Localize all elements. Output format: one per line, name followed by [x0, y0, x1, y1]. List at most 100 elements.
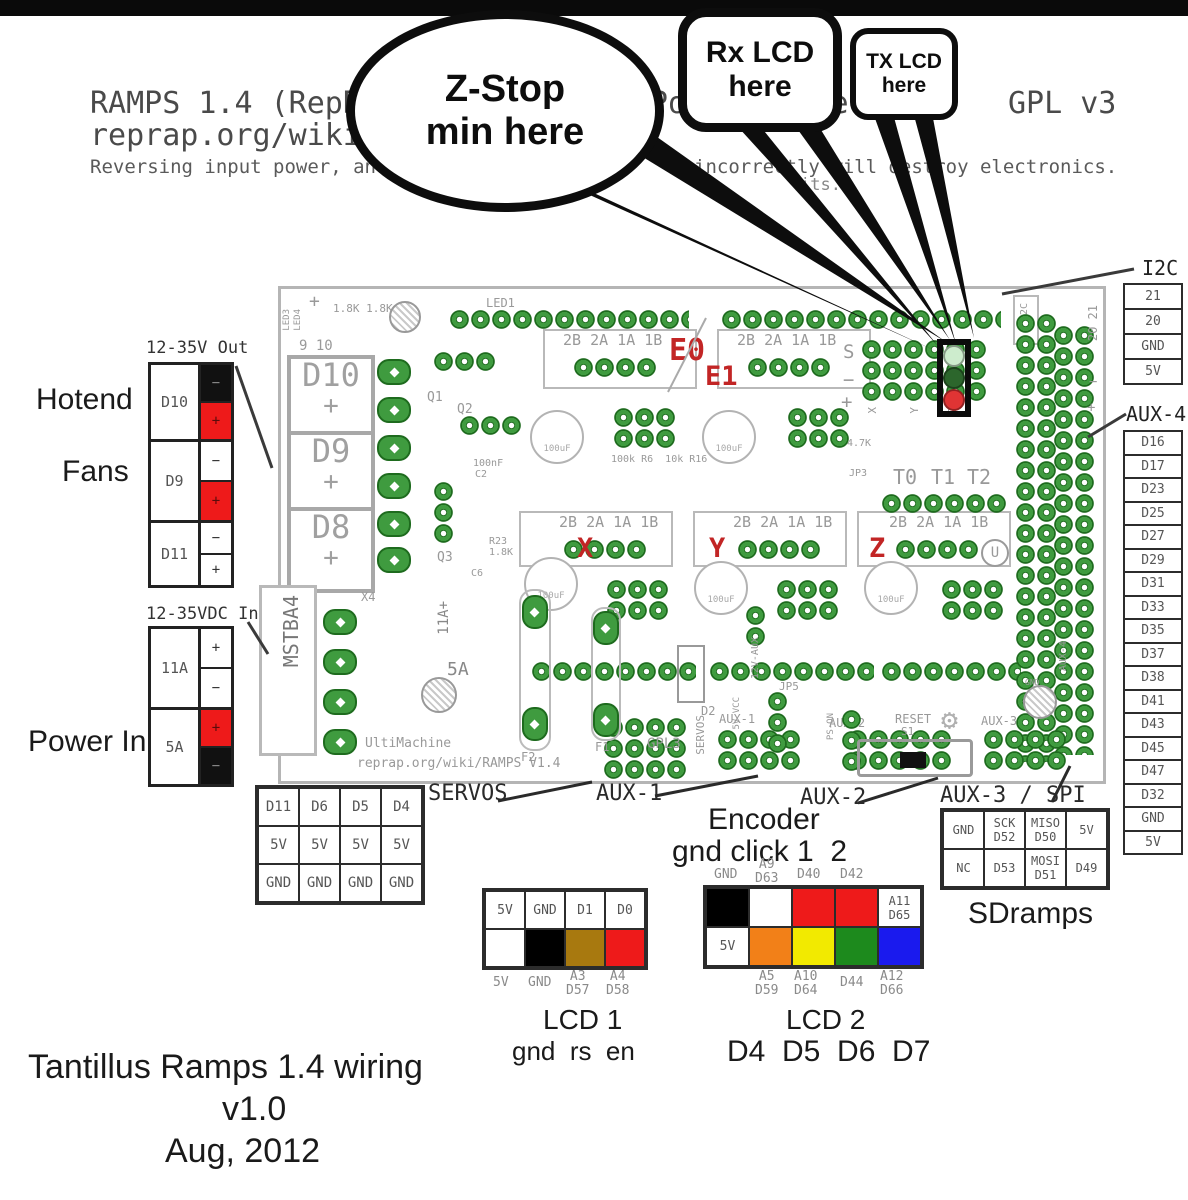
i2c-pin-column — [1053, 325, 1095, 755]
aux4-pin: GND — [1123, 806, 1183, 832]
driver-socket: 2B 2A 1A 1B — [693, 511, 847, 567]
silk-c2: C2 — [475, 469, 488, 480]
pin-header — [881, 661, 1021, 682]
gear-icon: ⚙ — [941, 703, 958, 736]
sdramps-cell: SCK D52 — [983, 810, 1026, 850]
lcd2-top-label: D42 — [840, 867, 864, 882]
sdramps-table: GND SCK D52 MISO D50 5V NC D53 MOSI D51 … — [940, 808, 1110, 890]
lcd1-pin-names: gnd rs en — [512, 1036, 635, 1066]
aux4-pin: D32 — [1123, 782, 1183, 808]
silk-jp5: JP5 — [779, 680, 799, 693]
hotend-label: Hotend — [36, 383, 133, 416]
lcd2-wire-swatch: 5V — [705, 926, 750, 967]
aux4-pin: D25 — [1123, 500, 1183, 526]
lcd1-wire-swatch — [484, 928, 526, 968]
lcd2-top-label: GND — [714, 867, 738, 882]
cap-label: 100uF — [707, 595, 735, 605]
silk-wiki: reprap.org/wiki/RAMPS V1.4 — [357, 756, 561, 771]
aux2-pin-grid — [847, 729, 952, 771]
socket-pinout-label: 2B 2A 1A 1B — [889, 513, 989, 531]
aux4-pin: D41 — [1123, 688, 1183, 714]
silk-aux4: AUX-4 — [1058, 641, 1069, 672]
ps-on-pads — [841, 709, 862, 772]
diode-d2 — [677, 645, 705, 703]
capacitor: 100uF — [864, 561, 918, 615]
silk-reset: RESET — [895, 712, 932, 726]
aux3-spi-callout: AUX-3 / SPI — [940, 783, 1086, 808]
silk-11a: 11A+ — [436, 601, 452, 635]
driver-pad-grid — [787, 407, 850, 449]
socket-pinout-label: 2B 2A 1A 1B — [737, 331, 837, 349]
silk-q1: Q1 — [427, 390, 443, 405]
silk-ps-on: PS-ON — [826, 713, 836, 741]
tx-bubble-line2: here — [881, 74, 927, 97]
silk-4.7k: 4.7K — [847, 438, 872, 449]
mosfet-pads — [433, 481, 454, 544]
servo-cell: D11 — [257, 787, 300, 827]
servo-cell: D6 — [298, 787, 341, 827]
pin-header — [531, 661, 696, 682]
pin-header — [449, 309, 689, 330]
sdramps-cell: D53 — [983, 848, 1026, 888]
lcd1-below-label: A3 D57 — [566, 969, 590, 998]
capacitor: 100uF — [530, 410, 584, 464]
zmin-endstop-highlight — [937, 339, 971, 417]
footer-date: Aug, 2012 — [165, 1132, 321, 1170]
power-in-label: Power In — [28, 725, 147, 758]
silk-20-21: 20 21 — [1086, 305, 1100, 342]
out-row-id: D9 — [151, 442, 201, 520]
power-pad — [323, 649, 357, 675]
aux4-header: AUX-4 — [1126, 402, 1187, 426]
driver-pad-grid — [776, 579, 839, 621]
zmin-pad-vcc — [943, 389, 965, 411]
aux4-pin: D43 — [1123, 712, 1183, 738]
aux4-pin: D29 — [1123, 547, 1183, 573]
output-pad — [377, 547, 411, 573]
out-pin-neg: − — [201, 365, 231, 403]
lcd2-bottom-label: D44 — [840, 975, 864, 990]
in-pin-neg: − — [201, 669, 231, 707]
silk-c6: C6 — [471, 568, 484, 579]
mounting-hole-icon — [389, 301, 421, 333]
pcb-board: LED3 LED4 + 1.8K 1.8K 9 10 LED1 D10 + D9… — [259, 286, 1106, 784]
sdramps-cell: MOSI D51 — [1024, 848, 1067, 888]
silk-plus: + — [323, 390, 339, 421]
sdramps-cell: GND — [942, 810, 985, 850]
lcd2-wire-swatch — [877, 926, 922, 967]
u-label: U — [990, 545, 1000, 561]
cap-label: 100uF — [537, 591, 565, 601]
i2c-header: I2C — [1142, 256, 1179, 280]
socket-pinout-label: 2B 2A 1A 1B — [733, 513, 833, 531]
lcd1-header-cell: D0 — [604, 890, 646, 930]
mounting-hole-icon — [421, 677, 457, 713]
lcd1-header-cell: GND — [524, 890, 566, 930]
power-connector-outline — [259, 585, 317, 756]
aux2-callout: AUX-2 — [800, 785, 867, 810]
silk-s1: S1 — [901, 725, 915, 738]
silk-mstba4: MSTBA4 — [279, 595, 303, 668]
cap-label: 100uF — [715, 444, 743, 454]
out-pin-neg: − — [201, 523, 231, 555]
silk-aux1: AUX-1 — [719, 712, 756, 726]
in-pin-pos: + — [201, 710, 231, 748]
servo-cell: D4 — [380, 787, 423, 827]
footer-version: v1.0 — [222, 1090, 287, 1128]
aux4-pin: D17 — [1123, 453, 1183, 479]
rx-lcd-bubble: Rx LCD here — [678, 8, 842, 132]
silk-t2: T2 — [967, 465, 992, 489]
tx-bubble-line1: TX LCD — [866, 50, 942, 73]
output-pad — [377, 473, 411, 499]
aux4-pin: D31 — [1123, 571, 1183, 597]
fuse-pad — [522, 595, 548, 629]
mosfet-pads — [433, 351, 496, 372]
silk-5v-vcc: 5V VCC — [732, 697, 742, 730]
fuse-pad — [593, 611, 619, 645]
lcd2-top-label: D40 — [797, 867, 821, 882]
reset-button — [857, 739, 973, 777]
aux4-pin: D47 — [1123, 759, 1183, 785]
silk-t0: T0 — [893, 465, 918, 489]
sdramps-cell: NC — [942, 848, 985, 888]
silk-d10: D10 — [302, 356, 360, 394]
in-row-id: 5A — [151, 710, 201, 784]
endstop-row-plus: + — [841, 391, 853, 413]
